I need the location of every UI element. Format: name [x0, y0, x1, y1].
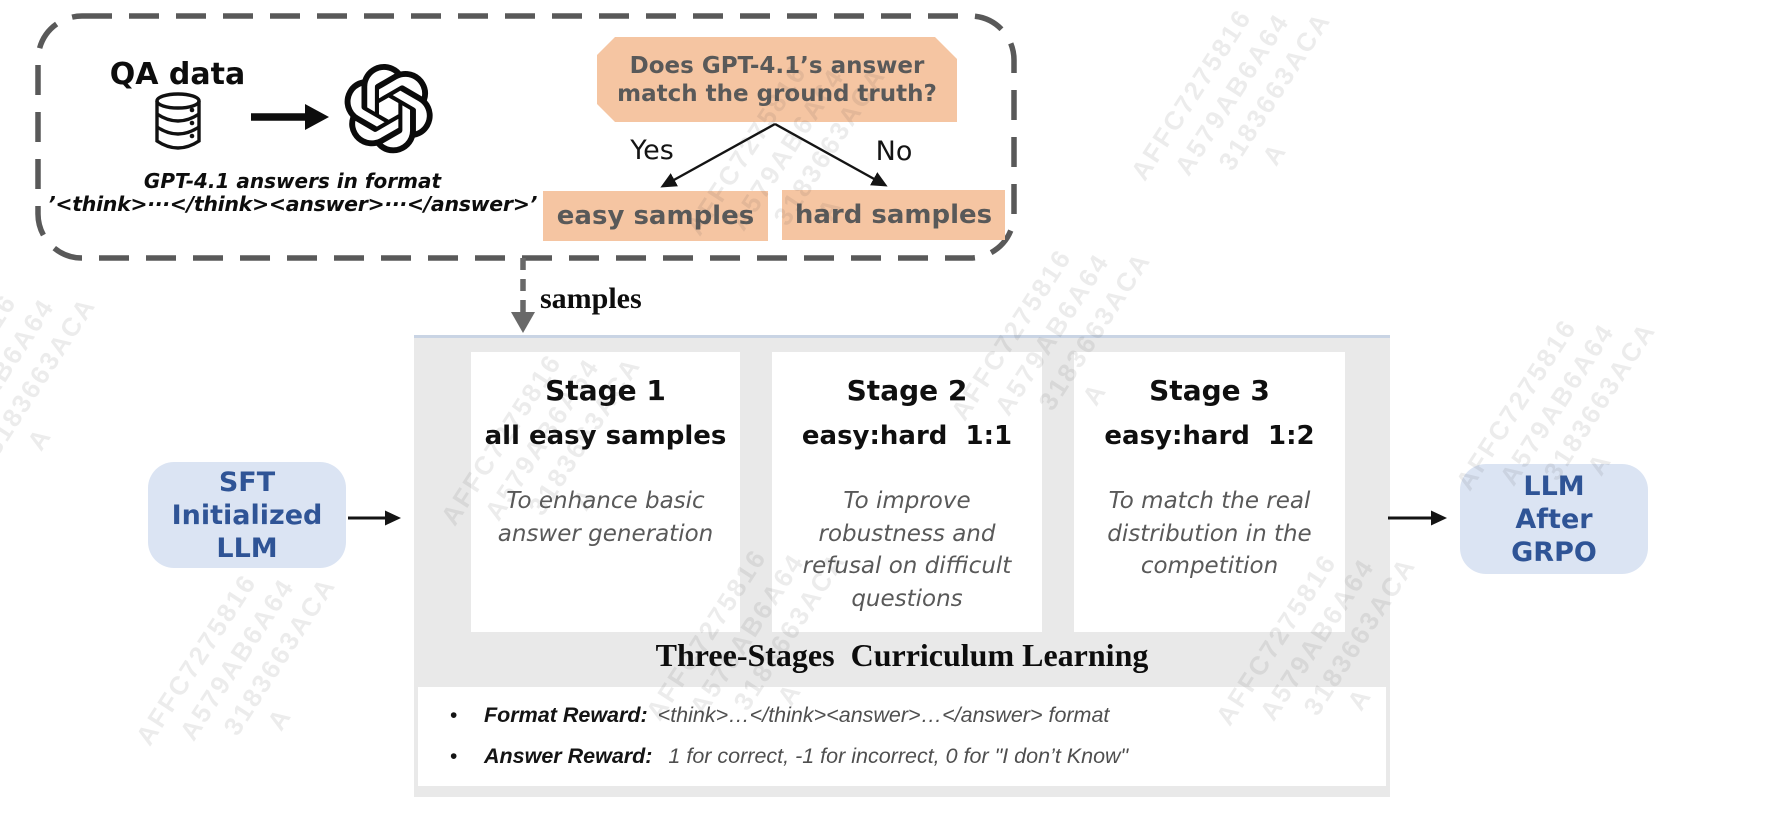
stage-2-card: Stage 2 easy:hard 1:1 To improve robustn…: [772, 352, 1042, 632]
gpt-format-caption: GPT-4.1 answers in format ’<think>···</t…: [20, 170, 565, 216]
caption-line2: ’<think>···</think><answer>···</answer>’: [47, 192, 538, 216]
llm-box-line3: GRPO: [1511, 536, 1597, 568]
hard-samples-box: hard samples: [782, 190, 1005, 240]
ground-truth-decision-box: Does GPT-4.1’s answer match the ground t…: [597, 37, 957, 122]
sft-initialized-llm-box: SFT Initialized LLM: [148, 462, 346, 568]
easy-samples-box: easy samples: [543, 191, 768, 241]
rewards-box: • Format Reward: <think>…</think><answer…: [418, 687, 1386, 786]
llm-box-line2: After: [1515, 503, 1593, 535]
stage-2-subtitle: easy:hard 1:1: [801, 421, 1013, 451]
sft-box-line2: Initialized: [171, 499, 323, 531]
curriculum-panel-title: Three-Stages Curriculum Learning: [655, 637, 1149, 673]
answer-reward-row: • Answer Reward: 1 for correct, -1 for i…: [450, 741, 1386, 772]
llm-box-line1: LLM: [1523, 470, 1585, 502]
stage-3-card: Stage 3 easy:hard 1:2 To match the real …: [1074, 352, 1345, 632]
sft-box-line1: SFT: [218, 466, 276, 498]
decision-line2: match the ground truth?: [617, 80, 937, 107]
panel-to-grpo-arrow: [1388, 510, 1447, 526]
bullet-icon: •: [450, 704, 458, 727]
stage-1-subtitle: all easy samples: [484, 421, 727, 451]
stage-3-description: To match the real distribution in the co…: [1107, 488, 1312, 580]
stage-1-card: Stage 1 all easy samples To enhance basi…: [471, 352, 740, 632]
database-icon: [155, 92, 201, 150]
openai-logo-icon: [344, 64, 433, 154]
qa-to-gpt-arrow: [251, 104, 329, 130]
samples-flow-arrow: [511, 258, 535, 333]
dashed-container-border: [35, 13, 1017, 261]
answer-reward-label: Answer Reward:: [484, 744, 653, 768]
stage-3-title: Stage 3: [1149, 374, 1270, 407]
stage-1-title: Stage 1: [545, 374, 666, 407]
decision-line1: Does GPT-4.1’s answer: [629, 52, 925, 79]
yes-label: Yes: [630, 135, 674, 166]
answer-reward-text: 1 for correct, -1 for incorrect, 0 for "…: [656, 744, 1129, 768]
format-reward-text: <think>…</think><answer>…</answer> forma…: [651, 703, 1110, 727]
bullet-icon: •: [450, 745, 458, 768]
stage-1-description: To enhance basic answer generation: [497, 488, 714, 547]
format-reward-row: • Format Reward: <think>…</think><answer…: [450, 700, 1386, 731]
samples-label: samples: [540, 282, 642, 315]
stage-2-description: To improve robustness and refusal on dif…: [802, 488, 1012, 612]
llm-after-grpo-box: LLM After GRPO: [1460, 464, 1648, 574]
sft-box-line3: LLM: [216, 532, 278, 564]
stage-2-title: Stage 2: [846, 374, 968, 407]
caption-line1: GPT-4.1 answers in format: [143, 169, 442, 193]
no-label: No: [875, 136, 913, 167]
stage-3-subtitle: easy:hard 1:2: [1104, 421, 1315, 451]
qa-data-label: QA data: [109, 57, 246, 92]
decision-branch-arrows: [660, 122, 888, 188]
sft-to-panel-arrow: [348, 510, 401, 526]
format-reward-label: Format Reward:: [484, 703, 648, 727]
